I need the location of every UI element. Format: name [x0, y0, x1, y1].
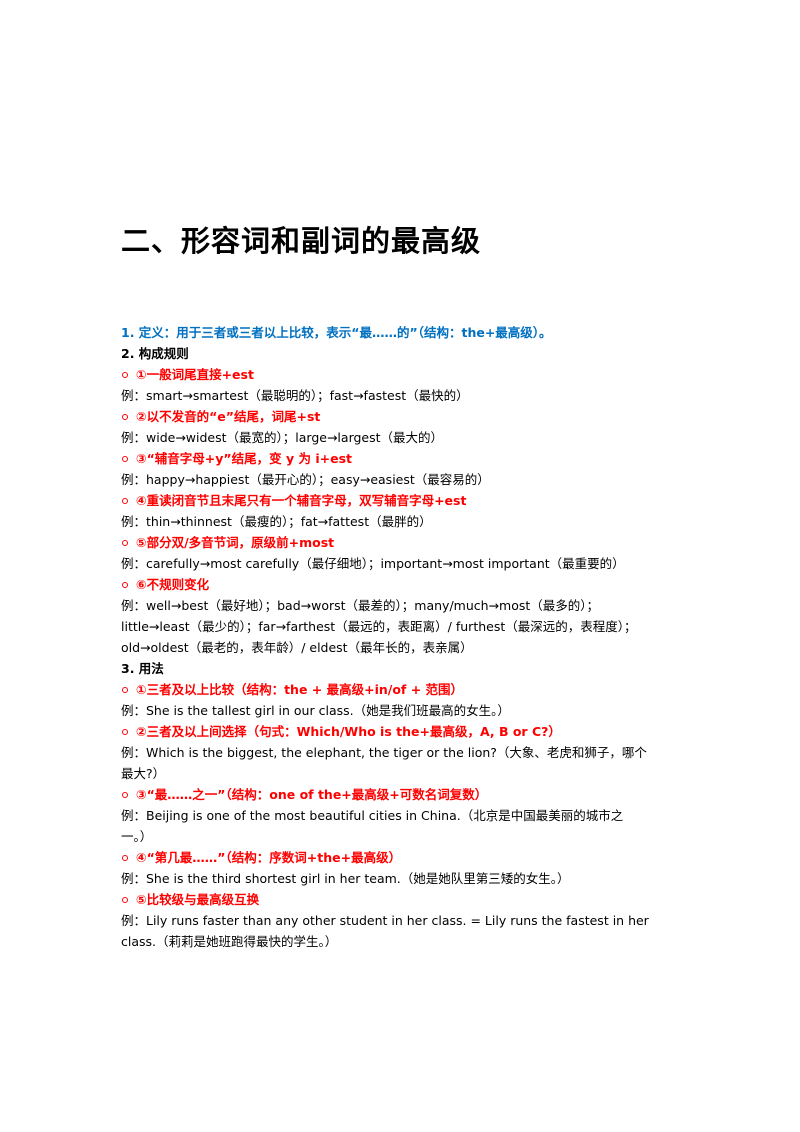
- rule-item: ①一般词尾直接+est 例：smart→smartest（最聪明的）；fast→…: [121, 364, 681, 406]
- usage-example: class.（莉莉是她班跑得最快的学生。）: [121, 934, 338, 949]
- rule-heading: ④重读闭音节且末尾只有一个辅音字母，双写辅音字母+est: [136, 493, 467, 508]
- rule-item-irregular: ⑥不规则变化 例：well→best（最好地）；bad→worst（最差的）；m…: [121, 574, 681, 658]
- rule-example: 例：carefully→most carefully（最仔细地）；importa…: [121, 556, 625, 571]
- bullet-icon: [122, 414, 128, 420]
- bullet-icon: [122, 498, 128, 504]
- rule-example: 例：thin→thinnest（最瘦的）；fat→fattest（最胖的）: [121, 514, 432, 529]
- rule-heading: ⑤部分双/多音节词，原级前+most: [136, 535, 335, 550]
- definition-line: 1. 定义：用于三者或三者以上比较，表示“最……的”（结构：the+最高级）。: [121, 325, 552, 340]
- rule-heading: ①一般词尾直接+est: [136, 367, 254, 382]
- usage-example: 一。）: [121, 829, 153, 844]
- rule-heading: ③“辅音字母+y”结尾，变 y 为 i+est: [136, 451, 352, 466]
- usage-item: ②三者及以上间选择（句式：Which/Who is the+最高级，A, B o…: [121, 721, 681, 784]
- rule-item: ⑤部分双/多音节词，原级前+most 例：carefully→most care…: [121, 532, 681, 574]
- usage-heading: ①三者及以上比较（结构：the + 最高级+in/of + 范围）: [136, 682, 464, 697]
- rule-example-line: 例：well→best（最好地）；bad→worst（最差的）；many/muc…: [121, 598, 600, 613]
- bullet-icon: [122, 582, 128, 588]
- rule-heading: ⑥不规则变化: [136, 577, 210, 592]
- rule-item: ②以不发音的“e”结尾，词尾+st 例：wide→widest（最宽的）；lar…: [121, 406, 681, 448]
- usage-item: ⑤比较级与最高级互换 例：Lily runs faster than any o…: [121, 889, 681, 952]
- rule-item: ④重读闭音节且末尾只有一个辅音字母，双写辅音字母+est 例：thin→thin…: [121, 490, 681, 532]
- bullet-icon: [122, 855, 128, 861]
- document-body: 1. 定义：用于三者或三者以上比较，表示“最……的”（结构：the+最高级）。 …: [121, 322, 681, 952]
- usage-item: ④“第几最……”（结构：序数词+the+最高级） 例：She is the th…: [121, 847, 681, 889]
- bullet-icon: [122, 897, 128, 903]
- usage-example: 最大?）: [121, 766, 166, 781]
- bullet-icon: [122, 687, 128, 693]
- rule-example-line: old→oldest（最老的，表年龄）/ eldest（最年长的，表亲属）: [121, 640, 473, 655]
- usage-example: 例：Lily runs faster than any other studen…: [121, 913, 649, 928]
- usage-example: 例：Which is the biggest, the elephant, th…: [121, 745, 647, 760]
- bullet-icon: [122, 456, 128, 462]
- section-heading-usage: 3. 用法: [121, 661, 164, 676]
- usage-heading: ⑤比较级与最高级互换: [136, 892, 260, 907]
- usage-example: 例：She is the third shortest girl in her …: [121, 871, 570, 886]
- usage-item: ①三者及以上比较（结构：the + 最高级+in/of + 范围） 例：She …: [121, 679, 681, 721]
- rule-example: 例：wide→widest（最宽的）；large→largest（最大的）: [121, 430, 444, 445]
- usage-heading: ②三者及以上间选择（句式：Which/Who is the+最高级，A, B o…: [136, 724, 561, 739]
- section-heading-rules: 2. 构成规则: [121, 346, 189, 361]
- page-title: 二、形容词和副词的最高级: [121, 224, 482, 258]
- usage-heading: ④“第几最……”（结构：序数词+the+最高级）: [136, 850, 402, 865]
- rule-example-line: little→least（最少的）；far→farthest（最远的，表距离）/…: [121, 619, 637, 634]
- usage-item: ③“最……之一”（结构：one of the+最高级+可数名词复数） 例：Bei…: [121, 784, 681, 847]
- bullet-icon: [122, 540, 128, 546]
- bullet-icon: [122, 729, 128, 735]
- usage-example: 例：She is the tallest girl in our class.（…: [121, 703, 510, 718]
- bullet-icon: [122, 792, 128, 798]
- rule-item: ③“辅音字母+y”结尾，变 y 为 i+est 例：happy→happiest…: [121, 448, 681, 490]
- rule-example: 例：smart→smartest（最聪明的）；fast→fastest（最快的）: [121, 388, 469, 403]
- usage-heading: ③“最……之一”（结构：one of the+最高级+可数名词复数）: [136, 787, 488, 802]
- bullet-icon: [122, 372, 128, 378]
- rule-example: 例：happy→happiest（最开心的）；easy→easiest（最容易的…: [121, 472, 490, 487]
- rule-heading: ②以不发音的“e”结尾，词尾+st: [136, 409, 321, 424]
- usage-example: 例：Beijing is one of the most beautiful c…: [121, 808, 624, 823]
